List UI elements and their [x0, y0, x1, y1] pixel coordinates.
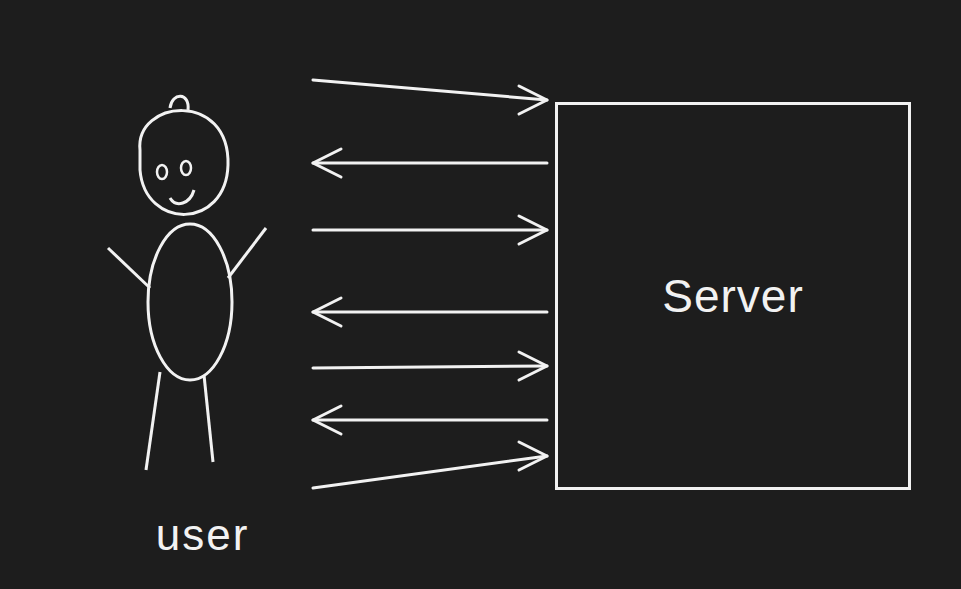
- arrow-connector: [313, 149, 547, 177]
- user-figure: user: [100, 80, 305, 570]
- arrow-connector: [313, 406, 547, 434]
- arrow-connector: [313, 80, 547, 114]
- box-label: Server: [662, 269, 803, 323]
- arrow-connector: [313, 442, 547, 488]
- server-box: Server: [555, 102, 911, 490]
- arrow-connector: [313, 352, 547, 380]
- arrow-connector: [313, 216, 547, 244]
- actor-label: user: [100, 510, 305, 560]
- stick-figure: [100, 80, 305, 570]
- arrow-connector: [313, 298, 547, 326]
